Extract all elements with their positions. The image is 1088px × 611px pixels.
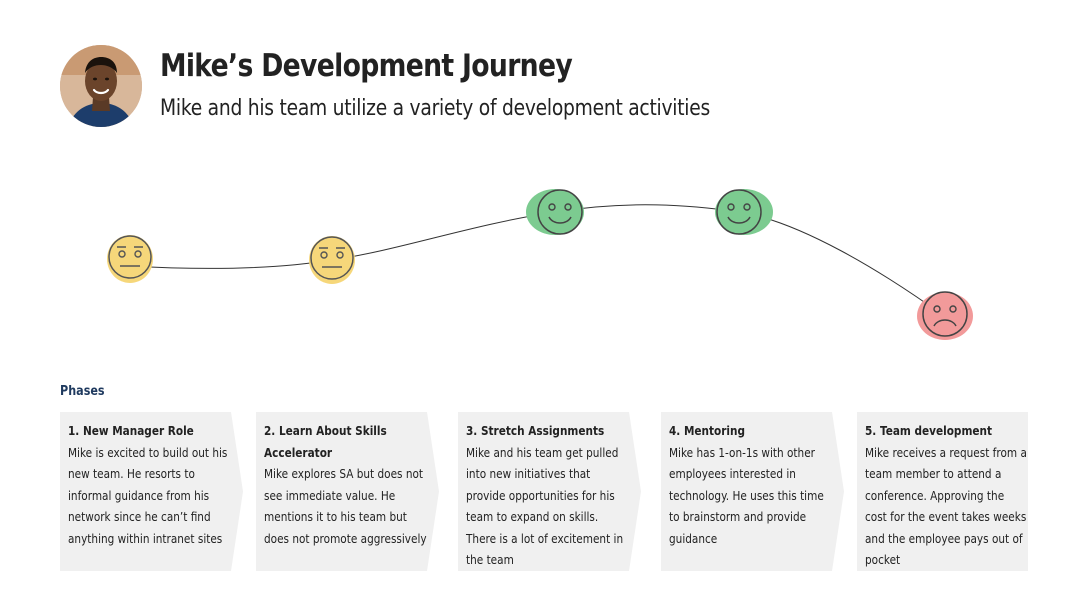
neutral-face-icon (309, 236, 355, 284)
phase-title: 5. Team development (865, 420, 1029, 442)
mood-face-phase-2 (309, 236, 355, 284)
mood-face-phase-3 (526, 189, 584, 235)
chevron-arrow (832, 412, 844, 571)
phase-description: Mike explores SA but does not see immedi… (264, 463, 428, 549)
phase-card-1: 1. New Manager Role Mike is excited to b… (60, 412, 231, 571)
phase-title: 3. Stretch Assignments (466, 420, 630, 442)
phase-description: Mike has 1-on-1s with other employees in… (669, 442, 833, 550)
phases-heading: Phases (60, 384, 105, 399)
mood-face-phase-1 (107, 235, 153, 283)
mood-face-phase-4 (715, 189, 773, 235)
neutral-face-icon (107, 235, 153, 283)
phase-card-3: 3. Stretch Assignments Mike and his team… (458, 412, 629, 571)
phase-card-5: 5. Team development Mike receives a requ… (857, 412, 1028, 571)
journey-curve (0, 0, 1088, 370)
phase-description: Mike receives a request from a team memb… (865, 442, 1029, 571)
chevron-arrow (427, 412, 439, 571)
phase-title: 2. Learn About Skills Accelerator (264, 420, 428, 463)
chevron-arrow (629, 412, 641, 571)
phase-description: Mike is excited to build out his new tea… (68, 442, 232, 550)
phase-description: Mike and his team get pulled into new in… (466, 442, 630, 571)
phase-title: 1. New Manager Role (68, 420, 232, 442)
chevron-arrow (231, 412, 243, 571)
phase-title: 4. Mentoring (669, 420, 833, 442)
phase-card-2: 2. Learn About Skills Accelerator Mike e… (256, 412, 427, 571)
phase-card-4: 4. Mentoring Mike has 1-on-1s with other… (661, 412, 832, 571)
mood-face-phase-5 (917, 292, 973, 340)
sad-face-icon (917, 292, 973, 340)
